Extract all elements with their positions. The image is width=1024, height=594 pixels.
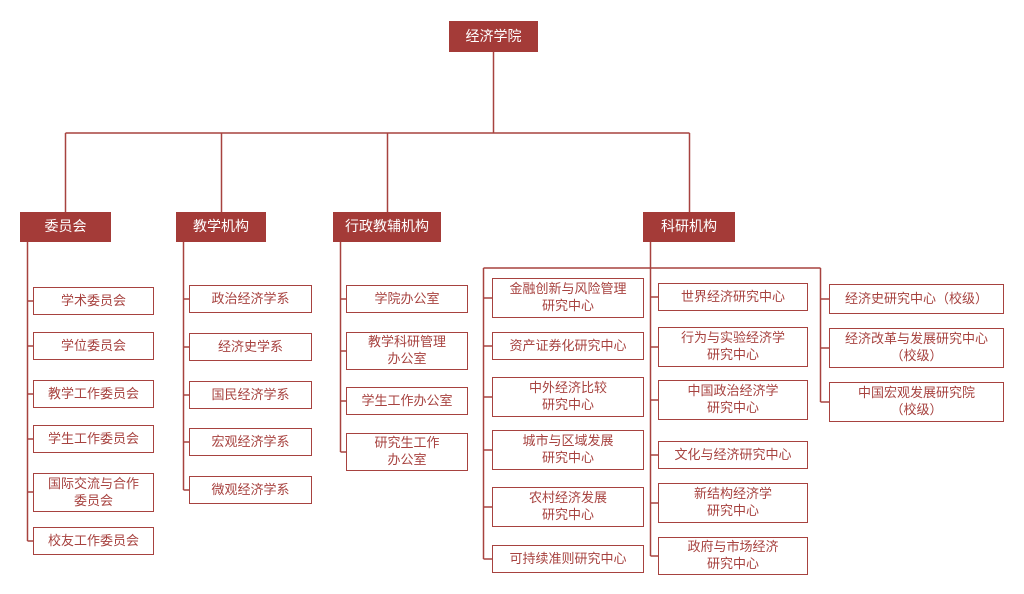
org-node: 学生工作委员会: [33, 425, 154, 453]
org-node: 政府与市场经济 研究中心: [658, 537, 808, 575]
org-node: 学生工作办公室: [346, 387, 468, 415]
org-node: 微观经济学系: [189, 476, 312, 504]
org-node: 农村经济发展 研究中心: [492, 487, 644, 527]
org-node: 学术委员会: [33, 287, 154, 315]
org-node: 学院办公室: [346, 285, 468, 313]
org-node-group-admin: 行政教辅机构: [333, 212, 441, 242]
org-node: 校友工作委员会: [33, 527, 154, 555]
org-node: 世界经济研究中心: [658, 283, 808, 311]
org-node: 研究生工作 办公室: [346, 433, 468, 471]
org-node: 资产证券化研究中心: [492, 332, 644, 360]
org-node: 学位委员会: [33, 332, 154, 360]
org-node: 经济史研究中心（校级）: [829, 284, 1004, 314]
org-node: 中外经济比较 研究中心: [492, 377, 644, 417]
org-node-group-committees: 委员会: [20, 212, 111, 242]
org-node-root: 经济学院: [449, 21, 538, 52]
org-node: 可持续准则研究中心: [492, 545, 644, 573]
org-node-group-research: 科研机构: [643, 212, 735, 242]
org-node: 政治经济学系: [189, 285, 312, 313]
org-node: 经济史学系: [189, 333, 312, 361]
org-node: 城市与区域发展 研究中心: [492, 430, 644, 470]
org-node: 教学科研管理 办公室: [346, 332, 468, 370]
org-node: 中国政治经济学 研究中心: [658, 380, 808, 420]
org-node: 文化与经济研究中心: [658, 441, 808, 469]
org-node: 中国宏观发展研究院 （校级）: [829, 382, 1004, 422]
org-node: 新结构经济学 研究中心: [658, 483, 808, 523]
org-node: 行为与实验经济学 研究中心: [658, 327, 808, 367]
org-node: 国际交流与合作 委员会: [33, 473, 154, 512]
org-node-group-teaching: 教学机构: [176, 212, 266, 242]
org-node: 金融创新与风险管理 研究中心: [492, 278, 644, 318]
org-node: 宏观经济学系: [189, 428, 312, 456]
org-node: 国民经济学系: [189, 381, 312, 409]
org-node: 教学工作委员会: [33, 380, 154, 408]
org-node: 经济改革与发展研究中心 （校级）: [829, 328, 1004, 368]
